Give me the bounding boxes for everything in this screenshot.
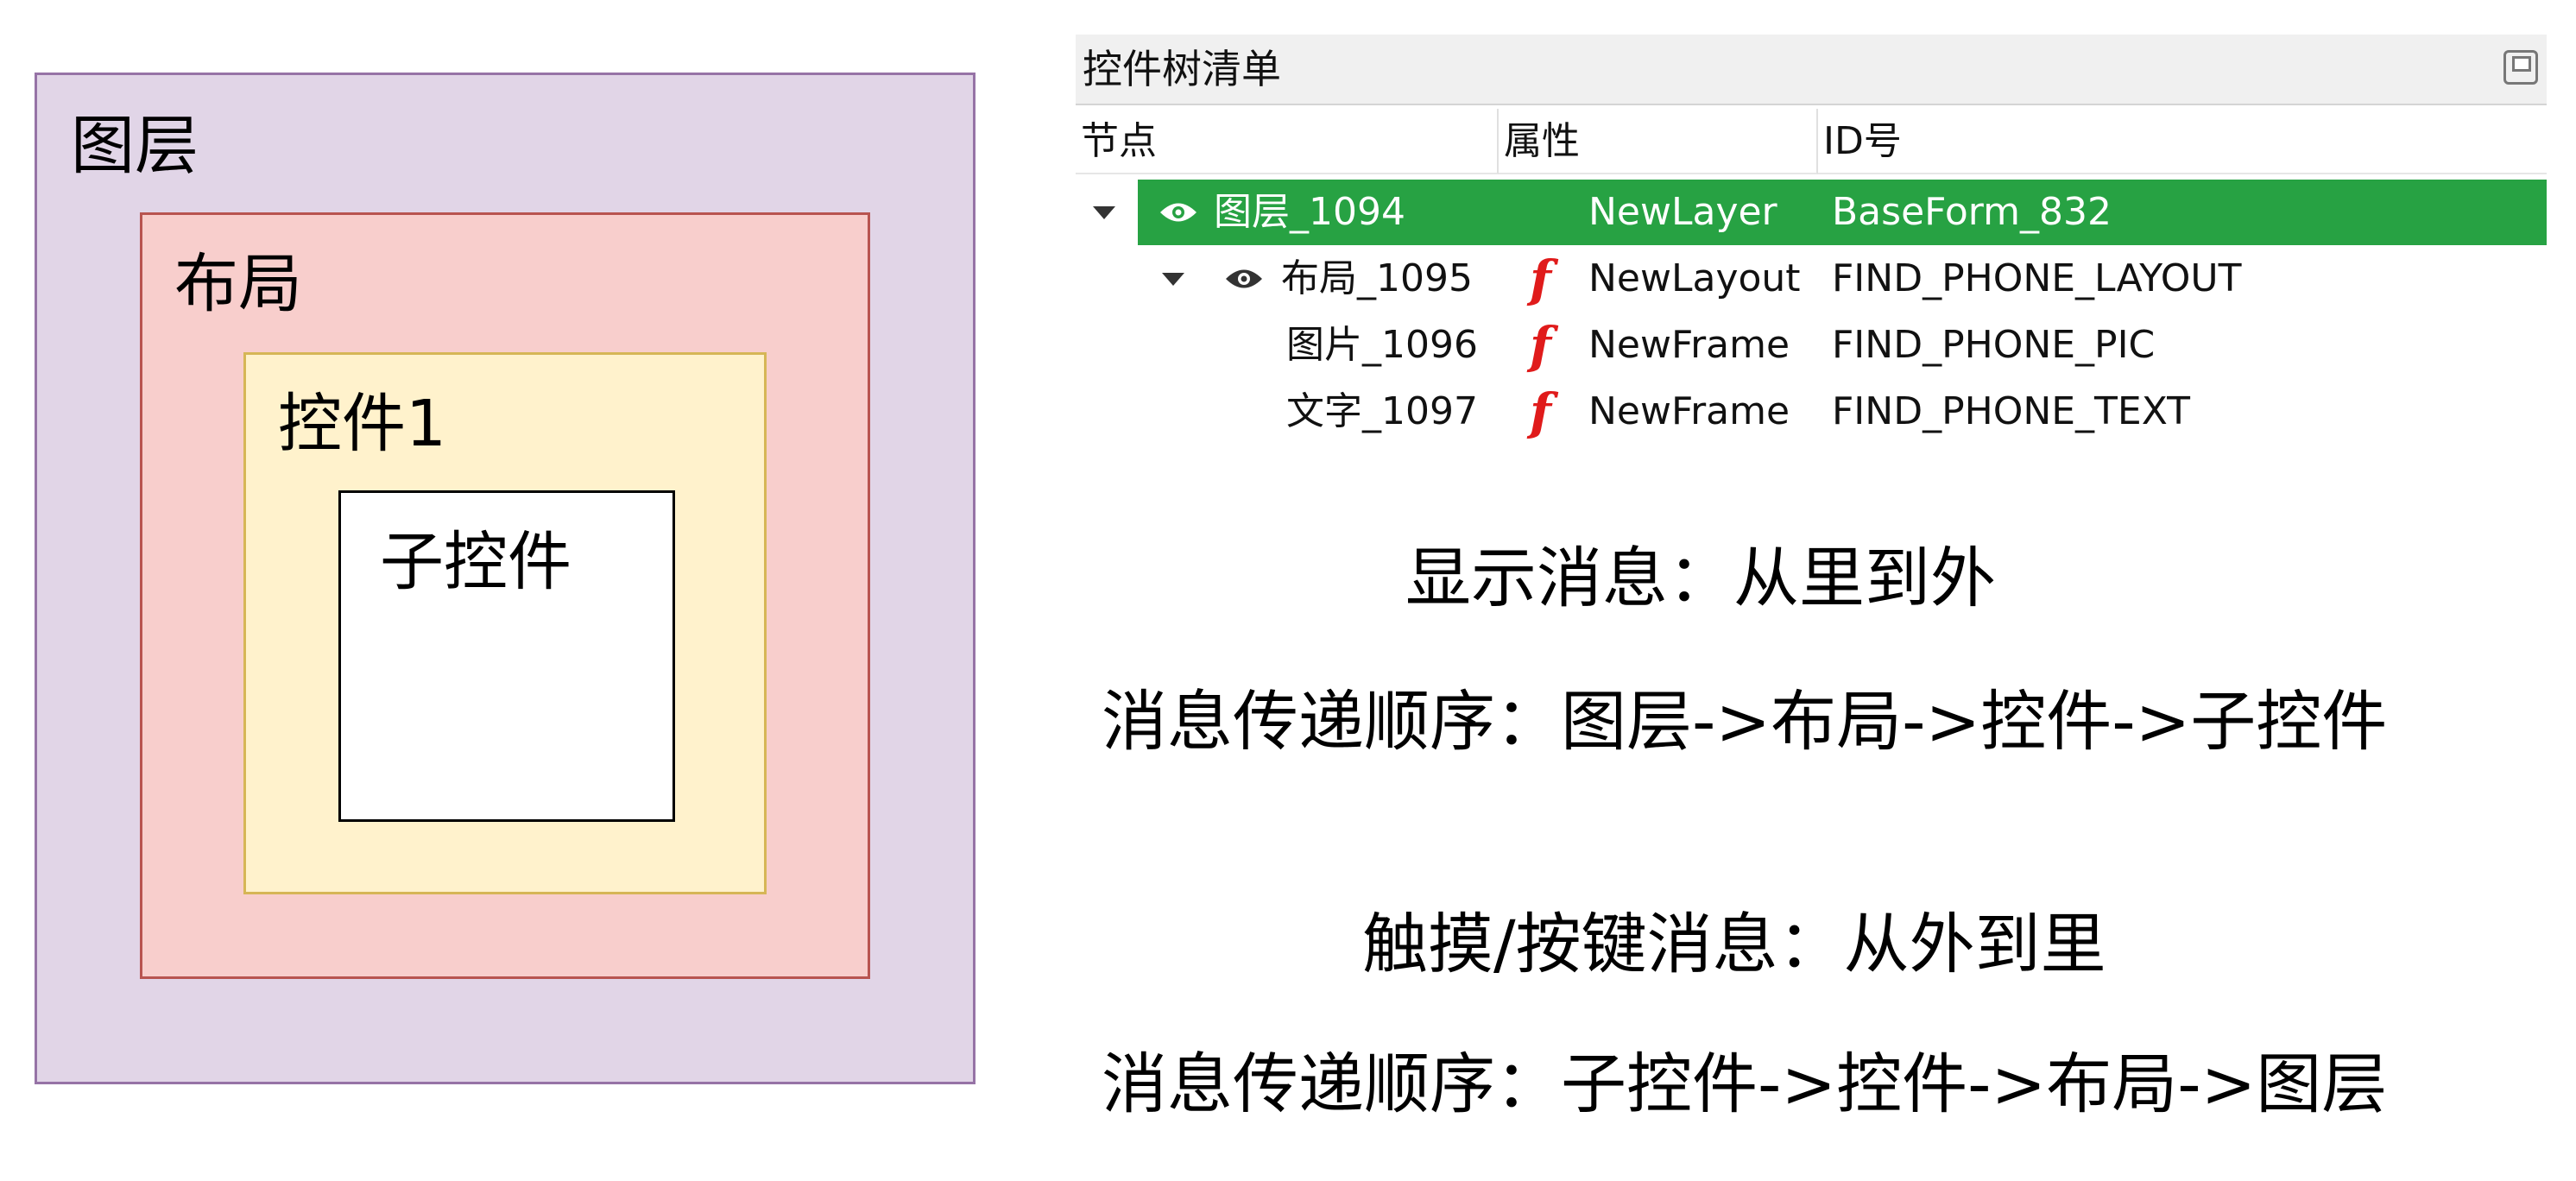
display-message-title: 显示消息：从里到外 bbox=[1405, 540, 1996, 616]
tree-node-attribute: NewLayer bbox=[1588, 190, 1777, 234]
tree-node-attribute: NewFrame bbox=[1588, 323, 1790, 367]
float-window-icon[interactable] bbox=[2503, 50, 2538, 85]
touch-message-order: 消息传递顺序：子控件->控件->布局->图层 bbox=[1102, 1045, 2388, 1122]
panel-titlebar: 控件树清单 bbox=[1076, 35, 2547, 105]
child-widget-label: 子控件 bbox=[380, 525, 571, 599]
layout-label: 布局 bbox=[174, 247, 302, 321]
column-header-id[interactable]: ID号 bbox=[1818, 109, 2547, 174]
function-icon[interactable]: f bbox=[1530, 316, 1551, 375]
function-icon[interactable]: f bbox=[1530, 382, 1551, 441]
touch-message-title: 触摸/按键消息：从外到里 bbox=[1362, 906, 2106, 982]
column-header-node[interactable]: 节点 bbox=[1076, 109, 1499, 174]
tree-node-attribute: NewFrame bbox=[1588, 389, 1790, 433]
eye-icon[interactable] bbox=[1224, 268, 1264, 290]
layer-label: 图层 bbox=[71, 109, 199, 183]
tree-row-text[interactable]: 文字_1097 f NewFrame FIND_PHONE_TEXT bbox=[1076, 379, 2547, 445]
tree-node-name: 图层_1094 bbox=[1214, 190, 1405, 234]
child-widget-box bbox=[338, 490, 675, 822]
panel-title: 控件树清单 bbox=[1083, 46, 1281, 92]
function-icon[interactable]: f bbox=[1530, 249, 1551, 308]
expand-arrow-icon[interactable] bbox=[1162, 273, 1184, 286]
tree-row-layout[interactable]: 布局_1095 f NewLayout FIND_PHONE_LAYOUT bbox=[1076, 246, 2547, 312]
tree-node-name: 布局_1095 bbox=[1281, 256, 1473, 300]
display-message-order: 消息传递顺序：图层->布局->控件->子控件 bbox=[1102, 683, 2388, 760]
widget-tree-panel: 控件树清单 节点 属性 ID号 图层_1094 NewLayer BaseFor… bbox=[1076, 35, 2547, 449]
tree-node-id: BaseForm_832 bbox=[1832, 190, 2112, 234]
tree-row-layer[interactable]: 图层_1094 NewLayer BaseForm_832 bbox=[1076, 180, 2547, 245]
tree-node-name: 文字_1097 bbox=[1286, 389, 1478, 433]
selection-highlight bbox=[1138, 180, 2547, 245]
widget-label: 控件1 bbox=[278, 387, 447, 461]
tree-node-id: FIND_PHONE_TEXT bbox=[1832, 389, 2190, 433]
tree-node-name: 图片_1096 bbox=[1286, 323, 1478, 367]
column-header-attribute[interactable]: 属性 bbox=[1499, 109, 1818, 174]
tree-row-picture[interactable]: 图片_1096 f NewFrame FIND_PHONE_PIC bbox=[1076, 313, 2547, 378]
eye-icon[interactable] bbox=[1159, 201, 1198, 224]
expand-arrow-icon[interactable] bbox=[1093, 206, 1115, 219]
tree-node-id: FIND_PHONE_LAYOUT bbox=[1832, 256, 2242, 300]
tree-node-attribute: NewLayout bbox=[1588, 256, 1801, 300]
tree-node-id: FIND_PHONE_PIC bbox=[1832, 323, 2156, 367]
